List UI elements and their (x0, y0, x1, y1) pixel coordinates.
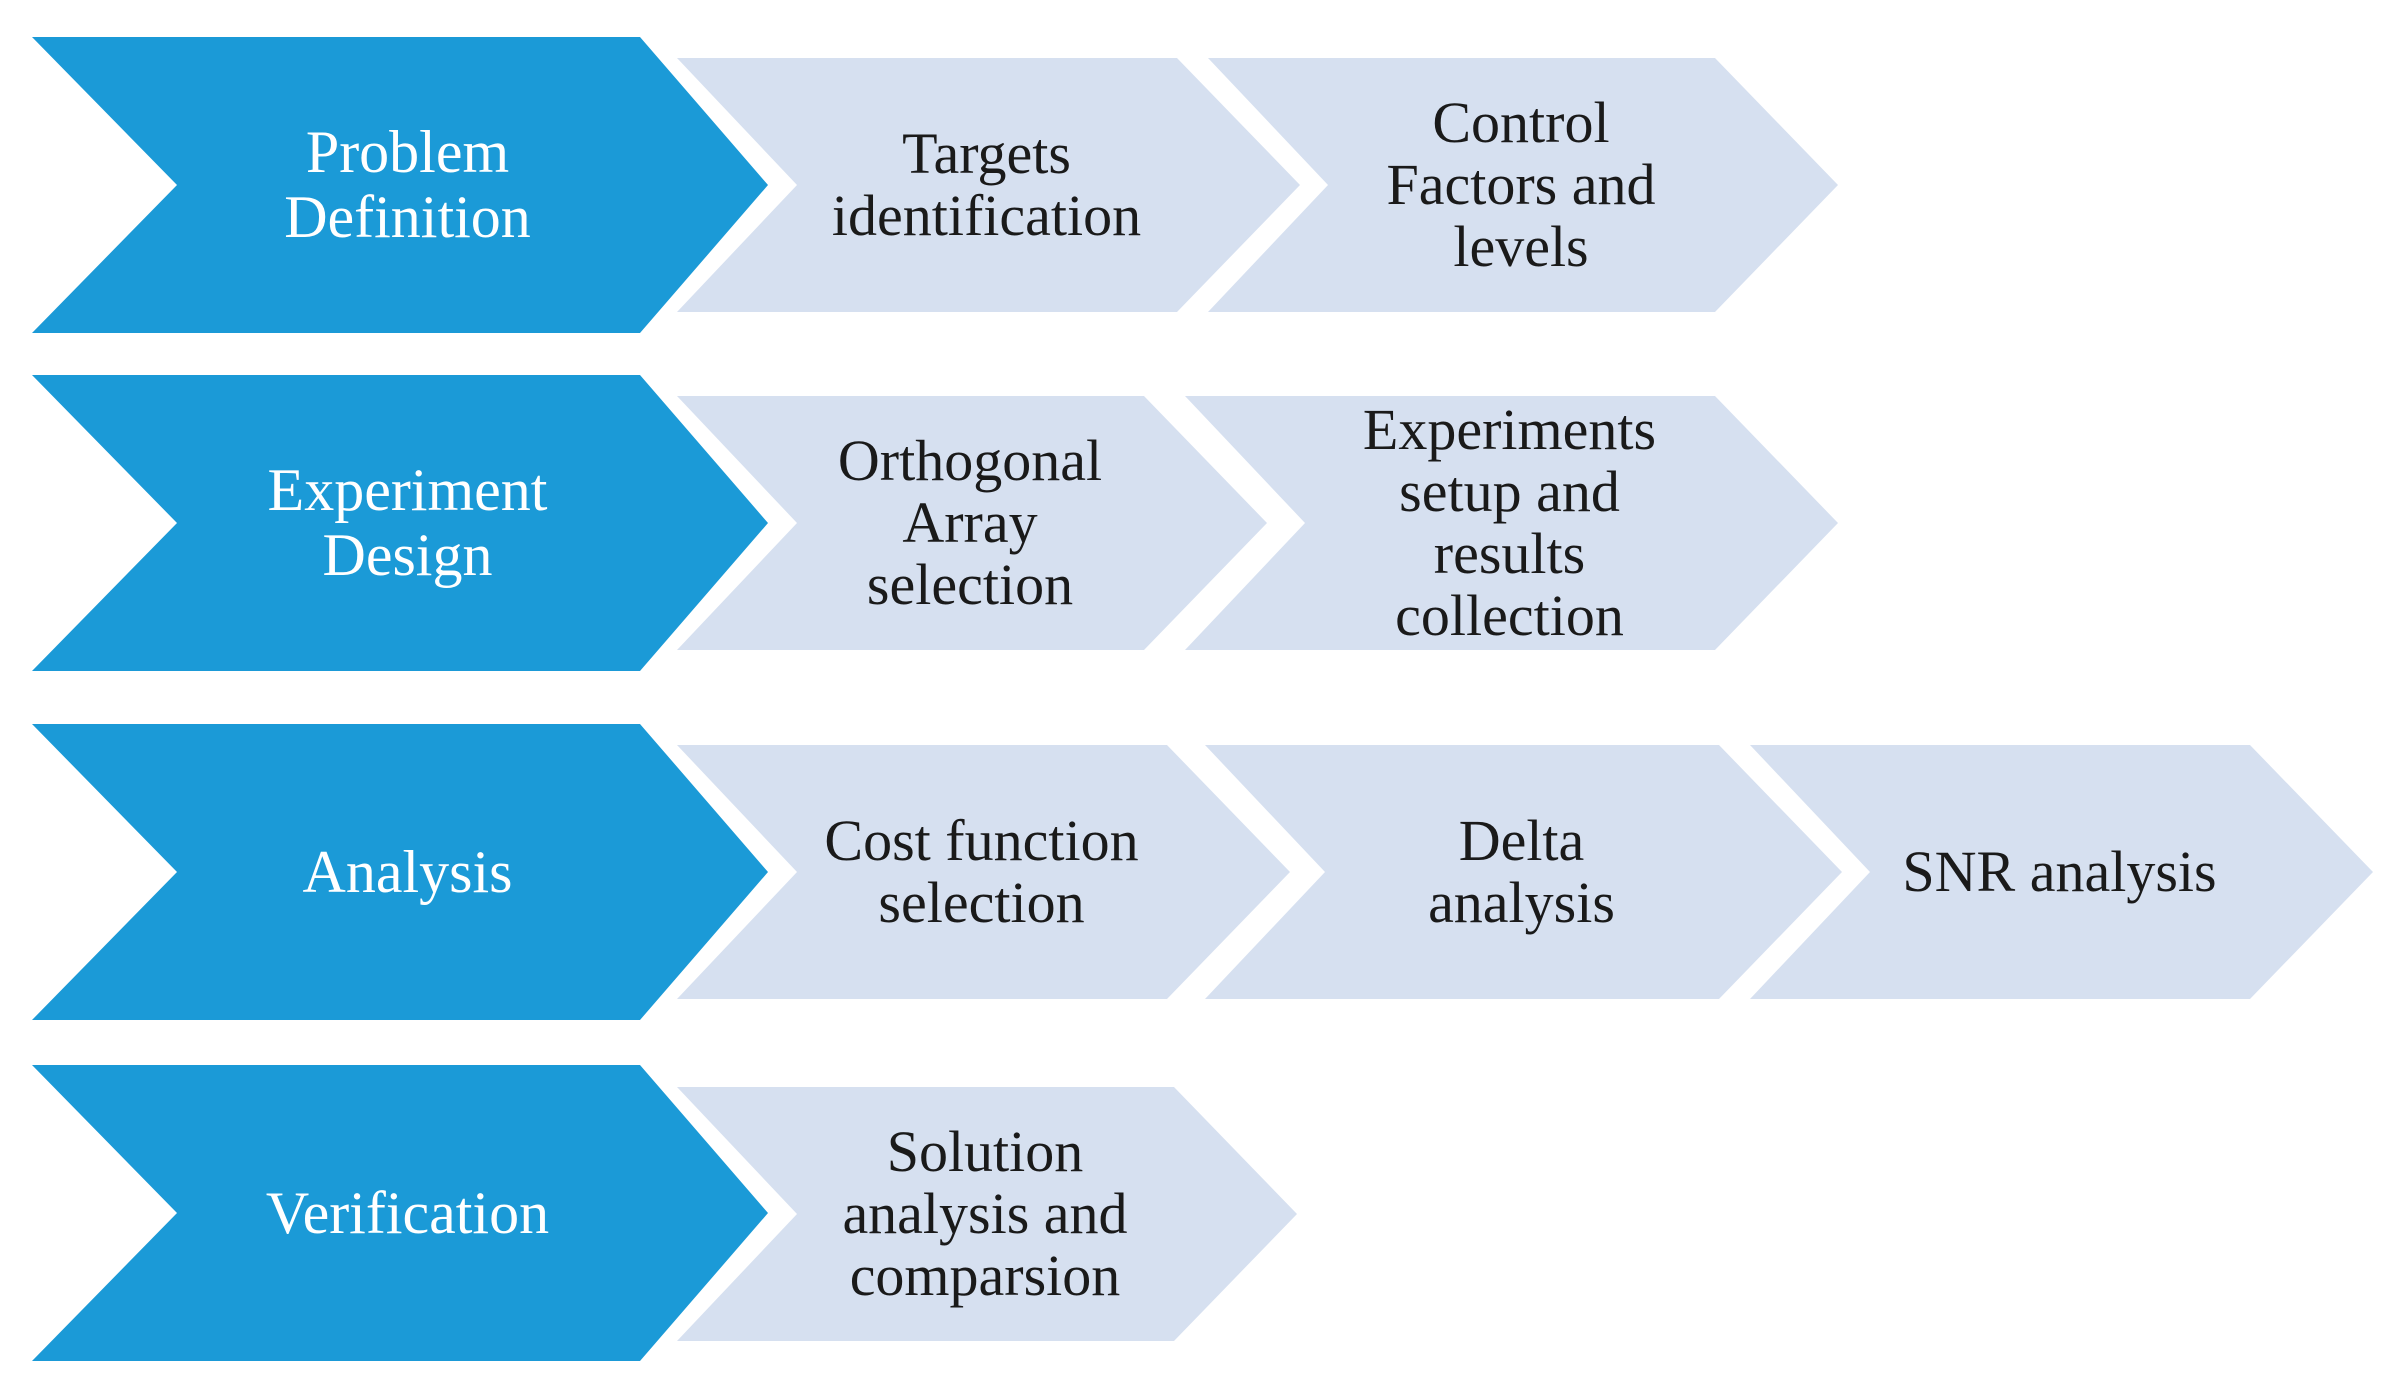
stage-label: Experiment Design (267, 457, 548, 588)
step-chevron-control-factors-and-levels: Control Factors and levels (1208, 58, 1838, 312)
step-label: Experiments setup and results collection (1362, 396, 1657, 649)
step-chevron-experiments-setup-results-collection: Experiments setup and results collection (1185, 396, 1838, 650)
step-chevron-cost-function-selection: Cost function selection (677, 745, 1290, 999)
step-label: Orthogonal Array selection (837, 427, 1103, 618)
stage-chevron-analysis: Analysis (32, 724, 768, 1020)
stage-chevron-verification: Verification (32, 1065, 768, 1361)
stage-chevron-experiment-design: Experiment Design (32, 375, 768, 671)
step-label: Targets identification (831, 120, 1142, 248)
step-label: Delta analysis (1428, 807, 1615, 935)
step-label: SNR analysis (1902, 838, 2217, 904)
step-chevron-snr-analysis: SNR analysis (1750, 745, 2373, 999)
stage-label: Problem Definition (284, 119, 531, 250)
step-label: Control Factors and levels (1386, 89, 1656, 280)
step-chevron-delta-analysis: Delta analysis (1205, 745, 1842, 999)
step-chevron-targets-identification: Targets identification (677, 58, 1300, 312)
stage-label: Verification (265, 1179, 550, 1246)
step-label: Cost function selection (824, 807, 1139, 935)
stage-label: Analysis (302, 838, 513, 905)
stage-chevron-problem-definition: Problem Definition (32, 37, 768, 333)
step-chevron-solution-analysis-and-comparsion: Solution analysis and comparsion (677, 1087, 1297, 1341)
step-label: Solution analysis and comparsion (842, 1118, 1128, 1309)
